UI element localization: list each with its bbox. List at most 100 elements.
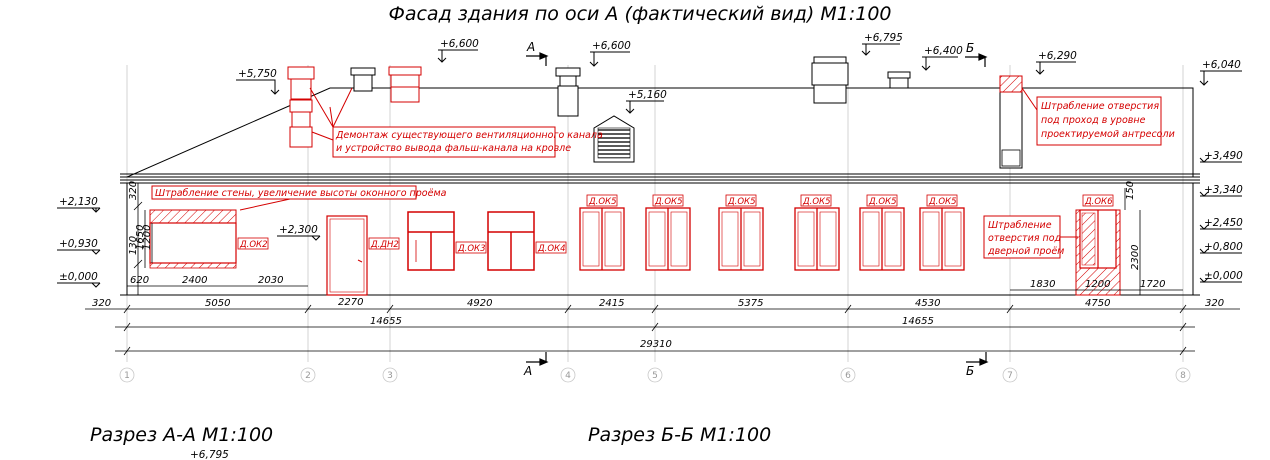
axis-label: 7: [1007, 371, 1013, 381]
cut-label: Б: [966, 41, 974, 55]
note-vent-line1: Демонтаж существующего вентиляционного к…: [335, 130, 603, 141]
left-levels: [57, 207, 101, 288]
note-roof-hole-line2: под проход в уровне: [1041, 115, 1146, 126]
level-label: +6,795: [864, 32, 903, 44]
door-dn2: [326, 215, 368, 296]
axis-label: 4: [565, 371, 571, 381]
window-ok6: [1075, 209, 1121, 296]
window-ok5: [718, 207, 764, 271]
level-label: +6,600: [592, 40, 631, 52]
walls: [120, 183, 1200, 296]
note-door-hole: [983, 215, 1078, 259]
level-label: +0,930: [59, 238, 98, 250]
section-b-title: Разрез Б-Б М1:100: [588, 424, 771, 446]
dim-label: 2030: [258, 275, 283, 286]
door-level: [277, 235, 321, 241]
window-ok5: [794, 207, 840, 271]
dim-chain-1: [85, 304, 1240, 314]
element-tags: [237, 194, 1114, 254]
dim-label: 2415: [599, 298, 624, 309]
element-tag: Д.ОК2: [239, 240, 267, 250]
dim-chain-total: [115, 346, 1195, 356]
note-door-hole-line3: дверной проём: [987, 246, 1064, 257]
dim-label: 1200: [142, 225, 153, 250]
element-tag: Д.ОК3: [457, 244, 485, 254]
dim-label: 130: [128, 236, 139, 255]
right-levels: [1199, 157, 1242, 283]
level-label: +2,300: [279, 224, 318, 236]
dim-total-label: 29310: [640, 339, 672, 350]
vertical-dims-left: [133, 183, 153, 295]
window-ok4: [487, 211, 535, 271]
dim-label: 14655: [370, 316, 402, 327]
dim-label: 4920: [467, 298, 492, 309]
dim-chain-2: [115, 322, 1195, 332]
dim-label: 2270: [338, 297, 363, 308]
level-label: +6,290: [1038, 50, 1077, 62]
note-door-hole-line2: отверстия под: [988, 233, 1062, 244]
section-a-title: Разрез А-А М1:100: [90, 424, 273, 446]
dim-label: 1650: [135, 225, 146, 250]
level-label: +6,600: [440, 38, 479, 50]
vent-chimney-5: [811, 56, 849, 104]
dim-label: 1200: [1085, 279, 1110, 290]
dim-label: 5375: [738, 298, 763, 309]
vent-chimney-6: [887, 71, 911, 89]
level-label: +5,750: [238, 68, 277, 80]
axis-bubbles: [119, 367, 1191, 383]
dim-label: 4750: [1085, 298, 1110, 309]
element-tag: Д.ОК4: [537, 244, 565, 254]
window-ok5: [919, 207, 965, 271]
axis-label: 8: [1180, 371, 1186, 381]
vertical-dims-right: [1124, 188, 1141, 295]
element-tag: Д.ОК5: [654, 197, 682, 207]
dim-label: 320: [1205, 298, 1224, 309]
level-label: +2,130: [59, 196, 98, 208]
dim-label: 620: [130, 275, 149, 286]
cut-marks-top: [526, 52, 988, 67]
element-tag: Д.ОК5: [868, 197, 896, 207]
level-label: ±0,000: [59, 271, 98, 283]
note-door-hole-line1: Штрабление: [988, 220, 1052, 231]
note-roof-hole: [1021, 87, 1162, 146]
level-label: +0,800: [1204, 241, 1243, 253]
dim-label: 2400: [182, 275, 207, 286]
roof-louver: [593, 115, 635, 163]
cut-label: Б: [966, 364, 974, 378]
dim-label: 1830: [1030, 279, 1055, 290]
level-label: +6,040: [1202, 59, 1241, 71]
element-tag: Д.ДН2: [370, 240, 399, 250]
level-label: +3,490: [1204, 150, 1243, 162]
axis-label: 5: [652, 371, 658, 381]
vent-chimney-1: [287, 66, 315, 148]
window-ok5: [859, 207, 905, 271]
cut-label: А: [526, 40, 535, 54]
dim-label: 2300: [1130, 245, 1141, 270]
dim-label: 4530: [915, 298, 940, 309]
element-tag: Д.ОК5: [928, 197, 956, 207]
dim-label: 320: [128, 181, 139, 200]
window-ok5: [579, 207, 625, 271]
dim-label: 1720: [1140, 279, 1165, 290]
vent-chimney-4: [555, 67, 581, 117]
vent-chimney-3: [388, 66, 422, 103]
cornice: [120, 173, 1200, 184]
dim-label: 320: [92, 298, 111, 309]
dim-label: 150: [1125, 181, 1136, 200]
section-level: +6,795: [190, 449, 229, 460]
element-tag: Д.ОК5: [588, 197, 616, 207]
level-label: ±0,000: [1204, 270, 1243, 282]
level-label: +5,160: [628, 89, 667, 101]
axis-label: 6: [845, 371, 851, 381]
roof-shaft: [999, 75, 1023, 169]
note-roof-hole-line1: Штрабление отверстия: [1041, 101, 1159, 112]
dims-small: [127, 285, 1183, 291]
level-label: +2,450: [1204, 217, 1243, 229]
top-levels: [236, 43, 1242, 114]
dim-label: 14655: [902, 316, 934, 327]
axis-label: 1: [124, 371, 130, 381]
note-roof-hole-line3: проектируемой антресоли: [1041, 129, 1175, 140]
level-label: +3,340: [1204, 184, 1243, 196]
window-ok3: [407, 211, 455, 271]
